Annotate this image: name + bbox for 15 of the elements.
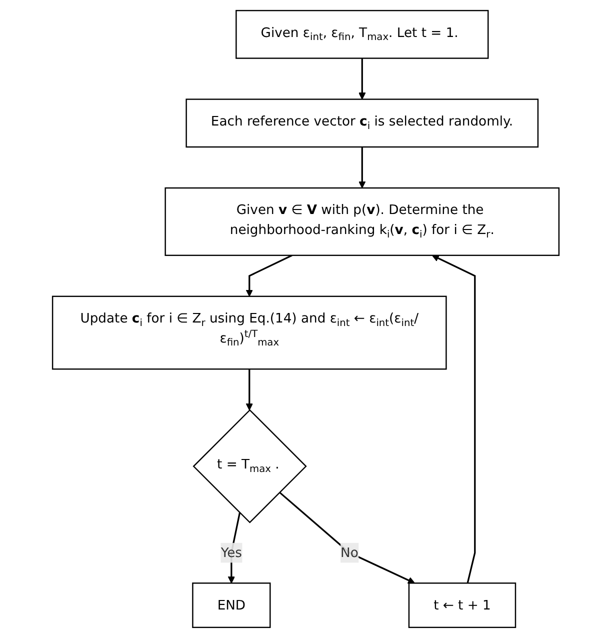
arrow: [278, 491, 415, 584]
node-box: END: [192, 582, 270, 628]
node-box: Each reference vector c$_{i}$ is selected randomly.: [185, 98, 538, 148]
node-box: Given ε$_{int}$, ε$_{fin}$, T$_{max}$. Let t = 1.: [235, 9, 488, 58]
node-box: Given v ∈ V with p(v). Determine the neighborhood-ranking k$_{i}$(v, c$_{i}$) for i ∈ Z$_{r}$.: [164, 186, 560, 256]
arrow: [358, 146, 366, 188]
arrow: [228, 512, 240, 583]
node-diamond: t = T$_{max}$ .: [192, 408, 307, 523]
arrow: [432, 254, 476, 583]
edge-label: No: [340, 544, 358, 560]
node-box: t ← t + 1: [408, 582, 516, 628]
edge-label: Yes: [220, 544, 242, 560]
arrow: [246, 368, 253, 410]
arrow: [358, 58, 366, 100]
arrow: [246, 254, 292, 296]
